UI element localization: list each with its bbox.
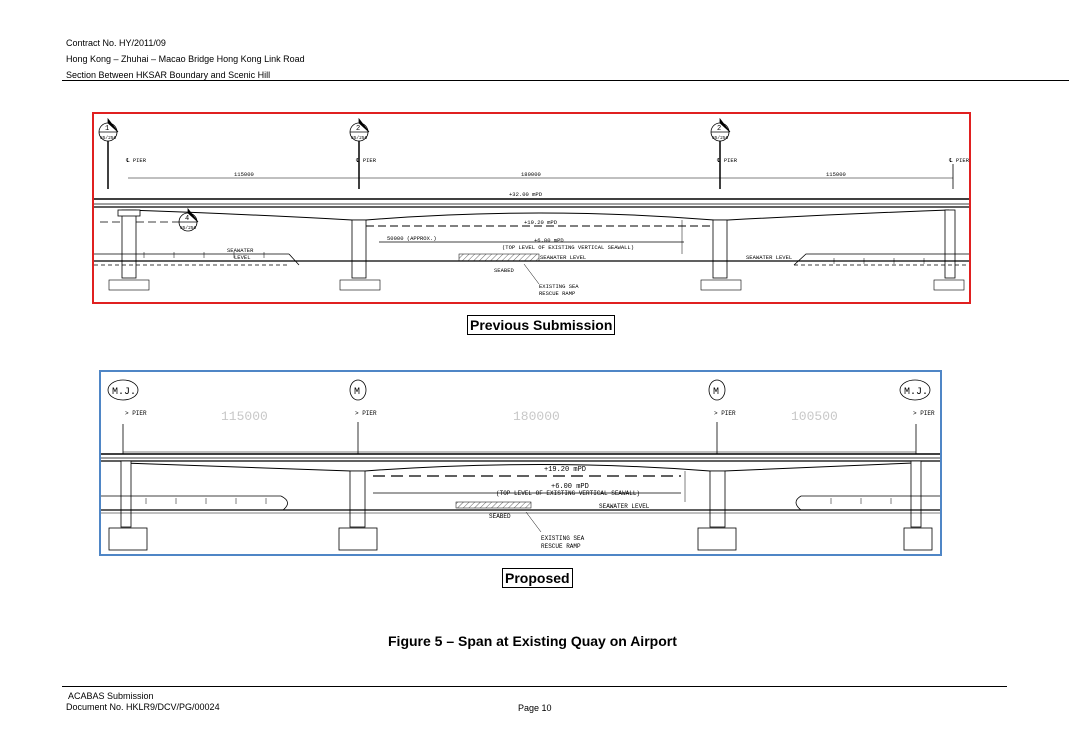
pier-label-3: ℄ PIER xyxy=(716,157,738,164)
proposed-caption: Proposed xyxy=(502,568,573,588)
contract-number: Contract No. HY/2011/09 xyxy=(66,38,166,48)
section-name: Section Between HKSAR Boundary and Sceni… xyxy=(66,70,271,80)
seawall-note: (TOP LEVEL OF EXISTING VERTICAL SEAWALL) xyxy=(502,244,634,251)
span-1: 115000 xyxy=(234,171,254,178)
proposed-soffit: +19.20 mPD xyxy=(544,466,586,474)
proposed-marker-3: M xyxy=(713,387,719,398)
marker-2b-num: 2 xyxy=(717,125,721,133)
clear-span: 50000 (APPROX.) xyxy=(387,235,437,242)
marker-1-num: 1 xyxy=(105,125,109,133)
proposed-marker-1: M.J. xyxy=(112,387,136,398)
pier-label-2: ℄ PIER xyxy=(355,157,377,164)
seawall-level: +6.00 mPD xyxy=(534,237,564,244)
marker-m-2 xyxy=(708,379,726,401)
proposed-span-2: 180000 xyxy=(513,409,560,424)
previous-drawing: 1 85/256 2 85/256 2 85/256 4 85/256 ℄ PI… xyxy=(94,117,969,297)
proposed-ramp-2: RESCUE RAMP xyxy=(541,543,581,550)
footer-submission: ACABAS Submission xyxy=(68,691,154,701)
proposed-pier-3: > PIER xyxy=(714,410,736,417)
seawater-left-1: SEAWATER xyxy=(227,247,254,254)
footer-document-number: Document No. HKLR9/DCV/PG/00024 xyxy=(66,702,220,712)
previous-drawing-panel: 1 85/256 2 85/256 2 85/256 4 85/256 ℄ PI… xyxy=(92,112,971,304)
footer-page-number: Page 10 xyxy=(518,703,552,713)
proposed-pier-1: > PIER xyxy=(125,410,147,417)
proposed-marker-4: M.J. xyxy=(904,387,928,398)
proposed-marker-2: M xyxy=(354,387,360,398)
span-2: 180000 xyxy=(521,171,541,178)
proposed-seawater: SEAWATER LEVEL xyxy=(599,503,650,510)
pier-label-4: ℄ PIER xyxy=(948,157,969,164)
section-marker-2a xyxy=(349,117,370,142)
previous-caption: Previous Submission xyxy=(467,315,616,335)
proposed-span-1: 115000 xyxy=(221,409,268,424)
section-marker-1 xyxy=(98,117,119,142)
span-3: 115000 xyxy=(826,171,846,178)
marker-1-ref: 85/256 xyxy=(100,135,117,141)
soffit-level: +19.20 mPD xyxy=(524,219,558,226)
proposed-pier-2: > PIER xyxy=(355,410,377,417)
marker-2b-ref: 85/256 xyxy=(712,135,729,141)
proposed-drawing: M.J. M M M.J. > PIER > PIER > PIER > PIE… xyxy=(101,379,940,551)
pier-label-1: ℄ PIER xyxy=(125,157,147,164)
proposed-seawall: +6.00 mPD xyxy=(551,483,589,491)
seawater-left-2: LEVEL xyxy=(234,254,251,261)
marker-mj-right xyxy=(899,379,931,401)
seawater-mid: SEAWATER LEVEL xyxy=(540,254,586,261)
marker-2a-num: 2 xyxy=(356,125,360,133)
marker-4-ref: 85/256 xyxy=(180,225,197,231)
proposed-seawall-note: (TOP LEVEL OF EXISTING VERTICAL SEAWALL) xyxy=(496,490,640,497)
proposed-span-3: 100500 xyxy=(791,409,838,424)
marker-mj-left xyxy=(107,379,139,401)
project-name: Hong Kong – Zhuhai – Macao Bridge Hong K… xyxy=(66,54,305,64)
footer-rule xyxy=(62,686,1007,687)
marker-m-1 xyxy=(349,379,367,401)
marker-4-num: 4 xyxy=(185,215,189,223)
seawater-right: SEAWATER LEVEL xyxy=(746,254,792,261)
proposed-pier-4: > PIER xyxy=(913,410,935,417)
header-rule xyxy=(62,80,1069,81)
deck-level: +32.00 mPD xyxy=(509,191,543,198)
ramp-label-2: RESCUE RAMP xyxy=(539,290,575,297)
figure-title: Figure 5 – Span at Existing Quay on Airp… xyxy=(388,633,677,649)
ramp-label-1: EXISTING SEA xyxy=(539,283,579,290)
marker-2a-ref: 85/256 xyxy=(351,135,368,141)
proposed-ramp-1: EXISTING SEA xyxy=(541,535,585,542)
proposed-seabed: SEABED xyxy=(489,513,511,520)
seabed-label: SEABED xyxy=(494,267,515,274)
proposed-drawing-panel: M.J. M M M.J. > PIER > PIER > PIER > PIE… xyxy=(99,370,942,556)
